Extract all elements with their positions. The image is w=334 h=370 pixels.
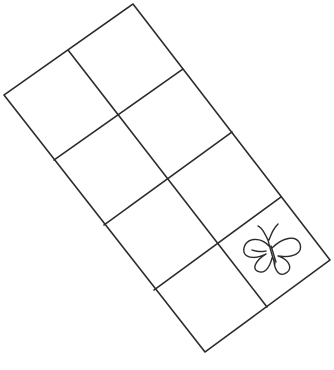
row-divider-1 bbox=[54, 69, 183, 160]
row-divider-2 bbox=[104, 132, 232, 225]
row-divider-3 bbox=[154, 197, 281, 290]
butterfly-icon bbox=[244, 224, 301, 274]
